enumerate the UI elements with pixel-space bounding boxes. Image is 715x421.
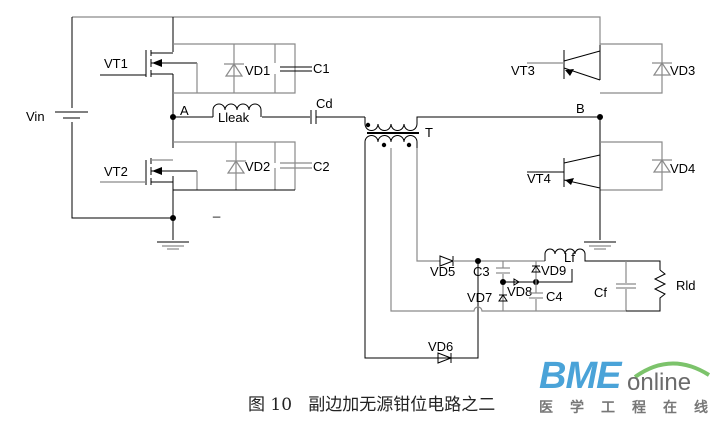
vt1-label: VT1 (104, 56, 128, 71)
node-a-label: A (180, 103, 189, 118)
c3-label: C3 (473, 264, 490, 279)
vd4-box (600, 141, 663, 191)
lleak-inductor-icon (212, 103, 262, 117)
vd3-label: VD3 (670, 63, 695, 78)
vd4-diode-icon (652, 158, 672, 173)
logo-arc-icon (633, 361, 711, 379)
cd-capacitor-icon (310, 110, 317, 124)
logo-brand: BME (539, 355, 621, 397)
vd8-label: VD8 (507, 284, 532, 299)
vin-label: Vin (26, 109, 45, 124)
c2-capacitor-icon (280, 162, 312, 169)
vin-battery-icon (55, 111, 88, 119)
vd3-box (600, 43, 663, 94)
vd8-diode-icon (513, 278, 520, 286)
c1-capacitor-icon (280, 66, 312, 72)
dot-polarity-3 (406, 142, 412, 148)
vd5-node-dot (475, 258, 481, 264)
vd7-label: VD7 (467, 290, 492, 305)
lleak-label: Lleak (218, 110, 250, 125)
c4-label: C4 (546, 289, 563, 304)
ground-right-icon (584, 241, 616, 250)
vin-wire (71, 17, 173, 219)
logo-subtitle: 医学工程在线 (539, 400, 715, 416)
vd3-diode-icon (652, 61, 672, 76)
vd1-label: VD1 (245, 63, 270, 78)
ground-left-icon (157, 241, 189, 250)
vt3-transistor-icon (527, 50, 601, 81)
lf-label: Lf (564, 250, 575, 265)
transformer-primary-icon (364, 116, 600, 131)
vd1-diode-icon (224, 62, 244, 77)
vt1-mosfet-icon (100, 50, 197, 77)
cd-label: Cd (316, 96, 333, 111)
secondary-wire-return (390, 148, 626, 312)
dot-polarity-1 (365, 122, 371, 128)
c1-label: C1 (313, 61, 330, 76)
vd2-label: VD2 (245, 159, 270, 174)
ground-node-dot (170, 215, 176, 221)
transformer-label: T (425, 125, 433, 140)
dot-polarity-2 (381, 142, 387, 148)
vt2-label: VT2 (104, 164, 128, 179)
vd6-label: VD6 (428, 339, 453, 354)
vt3-label: VT3 (511, 63, 535, 78)
cf-label: Cf (594, 285, 607, 300)
vd7-diode-icon (498, 294, 508, 302)
vd6-diode-icon (437, 352, 453, 364)
secondary-wire-vd5 (416, 148, 440, 262)
c3-capacitor-icon (496, 267, 510, 274)
c3-node-dot (500, 279, 506, 285)
vd2-diode-icon (226, 159, 246, 174)
c2-label: C2 (313, 159, 330, 174)
minus-label: _ (212, 203, 221, 218)
figure-caption: 图 10 副边加无源钳位电路之二 (248, 395, 496, 415)
vt2-mosfet-icon (100, 158, 197, 185)
c4-capacitor-icon (529, 292, 543, 299)
cf-capacitor-icon (616, 283, 636, 289)
vd9-diode-icon (531, 265, 541, 273)
vd1-c1-box (173, 43, 296, 94)
rld-label: Rld (676, 278, 696, 293)
vt4-transistor-icon (527, 154, 601, 189)
vd8-wire (503, 269, 573, 283)
lf-inductor-icon (544, 248, 661, 270)
vd2-c2-box (173, 141, 296, 190)
transformer-secondary-icon (364, 135, 418, 148)
vd5-label: VD5 (430, 264, 455, 279)
node-b-label: B (576, 101, 585, 116)
top-rail-wire (72, 16, 601, 45)
vd4-label: VD4 (670, 161, 695, 176)
watermark-logo: BME online 医学工程在线 (535, 355, 715, 421)
vd9-label: VD9 (541, 263, 566, 278)
vt4-label: VT4 (527, 171, 551, 186)
rld-resistor-icon (626, 269, 667, 312)
secondary-wire-vd6 (364, 148, 479, 359)
logo-suffix: online (627, 369, 692, 396)
